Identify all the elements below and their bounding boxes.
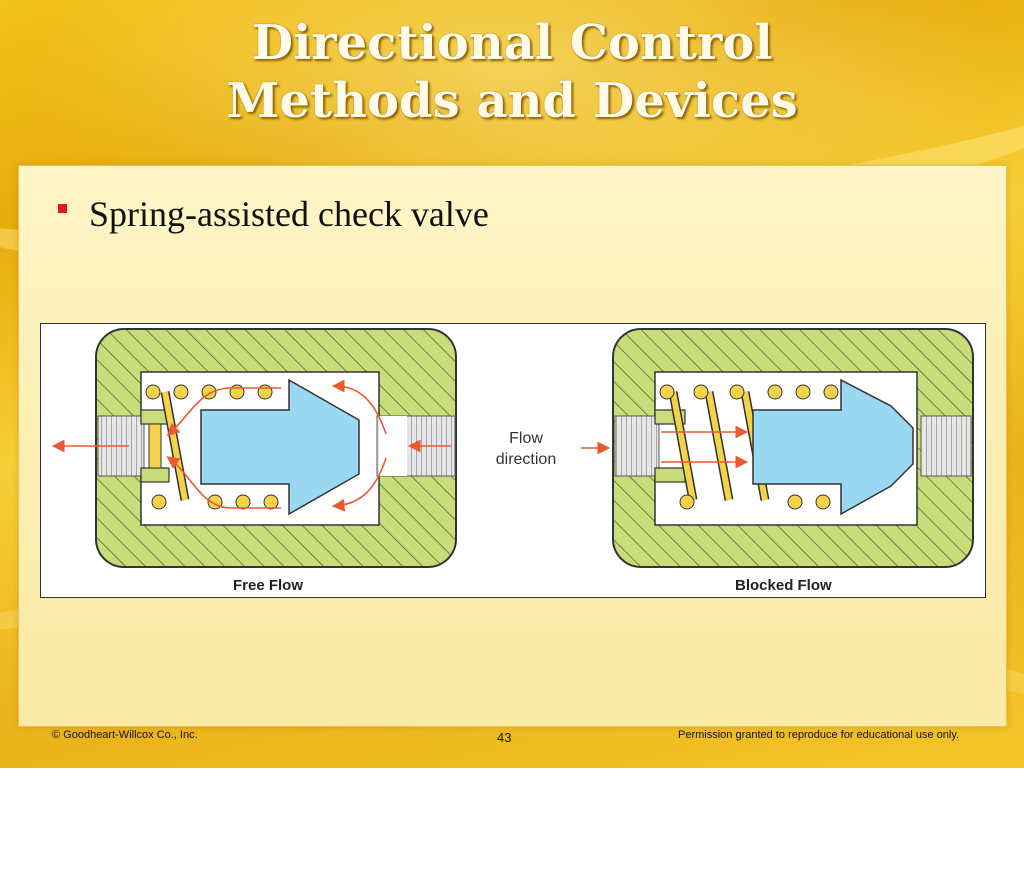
- poppet: [752, 378, 914, 516]
- footer-permission: Permission granted to reproduce for educ…: [678, 729, 960, 741]
- spring: [145, 384, 279, 510]
- bullet-text: Spring-assisted check valve: [89, 194, 489, 234]
- seat-opening: [379, 416, 407, 476]
- flow-label-line-1: Flow: [509, 430, 543, 447]
- bullet-item: Spring-assisted check valve: [58, 192, 489, 236]
- footer-copyright: © Goodheart-Willcox Co., Inc.: [52, 729, 198, 741]
- slide-number: 43: [497, 730, 512, 745]
- square-bullet-icon: [58, 203, 67, 213]
- check-valve-figure: Flow direction Free Flow Blocked Flow: [40, 323, 986, 598]
- valve-diagram: [51, 328, 974, 568]
- flow-arrows: [51, 379, 451, 512]
- flow-direction-label: Flow direction: [486, 428, 566, 470]
- outlet-port: [920, 415, 972, 477]
- slide-title: Directional Control Methods and Devices: [0, 14, 1024, 130]
- spring-retainer: [654, 467, 686, 483]
- spring-retainer: [140, 467, 170, 483]
- title-line-2: Methods and Devices: [226, 73, 798, 129]
- spring-seat: [148, 423, 162, 469]
- flow-arrows: [661, 425, 749, 469]
- blocked-flow-caption: Blocked Flow: [735, 577, 832, 594]
- title-line-1: Directional Control: [251, 15, 773, 71]
- inlet-port: [614, 415, 660, 477]
- poppet: [200, 378, 360, 516]
- free-flow-caption: Free Flow: [233, 577, 304, 594]
- blocked-flow-valve: [612, 328, 974, 568]
- flow-label-line-2: direction: [495, 451, 557, 468]
- free-flow-valve: [51, 328, 457, 568]
